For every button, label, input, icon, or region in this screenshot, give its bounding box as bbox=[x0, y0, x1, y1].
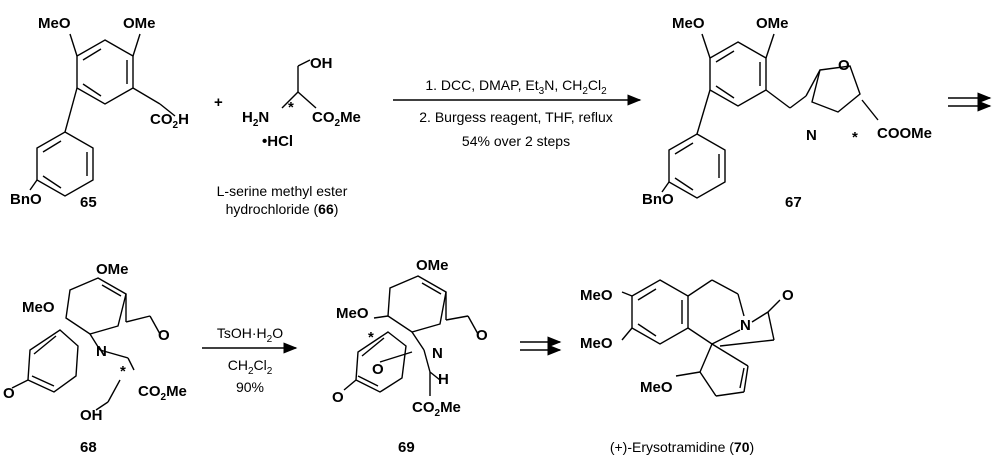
meo-67: MeO bbox=[672, 15, 705, 32]
o-dienone-68: O bbox=[3, 385, 15, 402]
step2-line2: CH2Cl2 bbox=[228, 357, 273, 377]
step1-line2: 2. Burgess reagent, THF, reflux bbox=[419, 109, 613, 125]
ome-65: OMe bbox=[123, 15, 156, 32]
ome-68: OMe bbox=[96, 261, 129, 278]
stereo-star-68: * bbox=[120, 363, 126, 380]
ome-69: OMe bbox=[416, 257, 449, 274]
compound-67-structure bbox=[661, 33, 879, 199]
meo-70-lower: MeO bbox=[580, 335, 613, 352]
compound-69-structure bbox=[343, 275, 479, 396]
o-carbonyl-70: O bbox=[782, 287, 794, 304]
stereo-star-69: * bbox=[368, 329, 374, 346]
compound-66-name-line2: hydrochloride (66) bbox=[226, 201, 339, 217]
meo-70-upper: MeO bbox=[580, 287, 613, 304]
meo-68: MeO bbox=[22, 299, 55, 316]
o-carbonyl-68: O bbox=[158, 327, 170, 344]
ome-67: OMe bbox=[756, 15, 789, 32]
compound-68-label: 68 bbox=[80, 439, 97, 456]
co2me-68: CO2Me bbox=[138, 383, 187, 403]
compound-70-name: (+)-Erysotramidine (70) bbox=[610, 439, 754, 455]
ring-65-upper bbox=[76, 39, 134, 105]
step2-line1: TsOH·H2O bbox=[217, 325, 283, 345]
h-69: H bbox=[438, 371, 449, 388]
meo-69: MeO bbox=[336, 305, 369, 322]
co2me-69: CO2Me bbox=[412, 399, 461, 419]
n-69: N bbox=[432, 345, 443, 362]
n-68: N bbox=[96, 343, 107, 360]
step2-line3: 90% bbox=[236, 379, 264, 395]
compound-65-structure bbox=[29, 33, 176, 197]
hcl-66: •HCl bbox=[262, 133, 293, 150]
stereo-star-66: * bbox=[288, 99, 294, 116]
oxazoline-ring-67 bbox=[811, 65, 861, 113]
oh-68: OH bbox=[80, 407, 103, 424]
n-67: N bbox=[806, 127, 817, 144]
o-dienone-69: O bbox=[332, 389, 344, 406]
o-carbonyl-69: O bbox=[476, 327, 488, 344]
ring-65-lower bbox=[36, 131, 94, 197]
compound-68-structure bbox=[11, 277, 161, 411]
compound-66-structure bbox=[281, 59, 317, 109]
oh-66: OH bbox=[310, 55, 333, 72]
compound-65-label: 65 bbox=[80, 194, 97, 211]
meo-70-ring: MeO bbox=[640, 379, 673, 396]
plus-sign: + bbox=[214, 94, 223, 111]
h2n-66: H2N bbox=[242, 109, 269, 129]
bno-65: BnO bbox=[10, 191, 42, 208]
stereo-star-67: * bbox=[852, 129, 858, 146]
coome-67: COOMe bbox=[877, 125, 932, 142]
compound-66-name-line1: L-serine methyl ester bbox=[217, 183, 348, 199]
compound-67-label: 67 bbox=[785, 194, 802, 211]
step1-line3: 54% over 2 steps bbox=[462, 133, 570, 149]
n-70: N bbox=[740, 317, 751, 334]
co2h-65: CO2H bbox=[150, 111, 189, 131]
compound-69-label: 69 bbox=[398, 439, 415, 456]
step1-line1: 1. DCC, DMAP, Et3N, CH2Cl2 bbox=[425, 77, 607, 97]
co2me-66: CO2Me bbox=[312, 109, 361, 129]
compound-70-structure bbox=[621, 279, 781, 397]
meo-65: MeO bbox=[38, 15, 71, 32]
bno-67: BnO bbox=[642, 191, 674, 208]
o-67: O bbox=[838, 57, 850, 74]
o-bridge-69: O bbox=[372, 361, 384, 378]
